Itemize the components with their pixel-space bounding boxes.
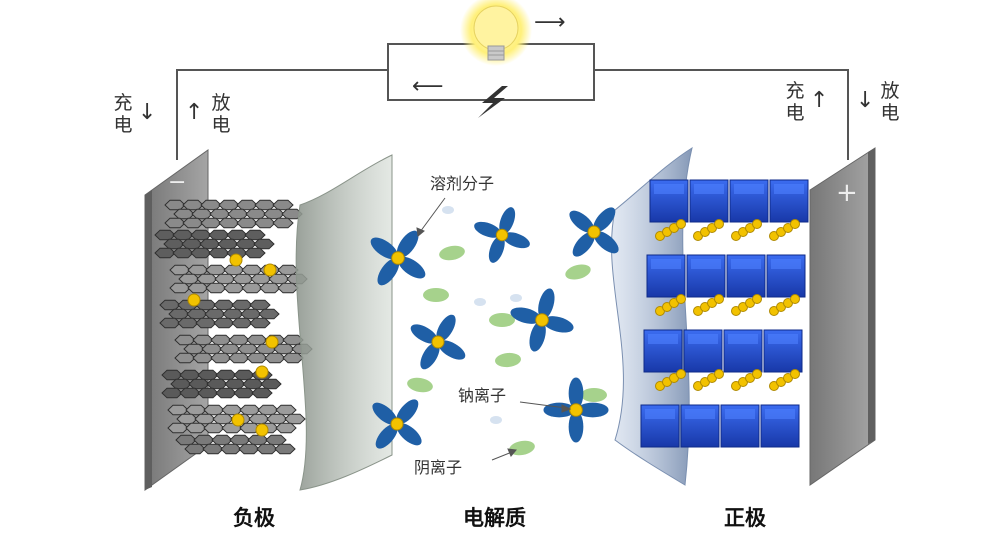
graphene-sheet: [159, 299, 280, 329]
arrow-right-top: ⟶: [534, 10, 566, 35]
anions: [407, 206, 607, 456]
anion: [489, 313, 515, 327]
right-discharge-arrow: ↓: [856, 88, 875, 113]
solvated-ion: [410, 314, 466, 370]
anion-faded: [510, 294, 522, 302]
solvated-ion: [474, 207, 530, 263]
light-bulb-icon: [460, 0, 532, 66]
left-charge-arrow: ↓: [138, 100, 157, 125]
solvated-ion: [372, 399, 422, 449]
right-discharge-label: 放电: [880, 80, 900, 124]
graphene-sheet: [174, 334, 313, 364]
anion: [407, 377, 433, 393]
anion: [439, 245, 465, 261]
right-charge-label: 充电: [785, 80, 805, 124]
anion: [423, 288, 449, 302]
anion: [509, 440, 535, 456]
graphene-layers: [154, 199, 313, 455]
sodium-ion: [187, 293, 201, 307]
anion: [495, 352, 521, 368]
sodium-ion: [265, 335, 279, 349]
sodium-ion: [229, 253, 243, 267]
solvated-ion: [510, 288, 574, 352]
left-discharge-arrow: ↑: [185, 100, 204, 125]
anion-faded: [490, 416, 502, 424]
anion: [565, 264, 591, 280]
solvated-sodium-ions: [370, 207, 619, 449]
anion-faded: [442, 206, 454, 214]
sodium-ion: [676, 219, 686, 229]
sodium-ion: [676, 369, 686, 379]
cathode-title: 正极: [724, 506, 766, 530]
annotation-pointers: [416, 197, 572, 461]
solvated-ion: [543, 377, 609, 443]
cathode-layers: [640, 179, 809, 448]
sodium-ion: [752, 369, 762, 379]
left-discharge-label: 放电: [211, 92, 231, 136]
graphene-sheet: [154, 229, 275, 259]
sodium-ion: [255, 423, 269, 437]
solvent-molecule-label: 溶剂分子: [430, 174, 495, 193]
solvated-ion: [370, 230, 426, 286]
sodium-ion: [790, 294, 800, 304]
plus-sign: +: [836, 178, 858, 208]
minus-sign: −: [168, 170, 187, 195]
sodium-ion: [263, 263, 277, 277]
sodium-ion: [752, 294, 762, 304]
sodium-ion-label: 钠离子: [458, 386, 507, 405]
sodium-ion: [790, 219, 800, 229]
lightning-icon: [478, 86, 508, 118]
sodium-ion: [714, 369, 724, 379]
sodium-ion: [676, 294, 686, 304]
anion-label: 阴离子: [414, 458, 463, 477]
graphene-sheet: [169, 264, 308, 294]
anion: [581, 388, 607, 402]
graphene-sheet: [161, 369, 282, 399]
sodium-ion: [714, 294, 724, 304]
graphene-sheet: [164, 199, 303, 229]
sodium-ion: [714, 219, 724, 229]
right-charge-arrow: ↑: [810, 88, 829, 113]
separator-left: [295, 154, 393, 491]
sodium-ion: [255, 365, 269, 379]
anion-faded: [474, 298, 486, 306]
anode-title: 负极: [233, 506, 275, 530]
solvated-ion: [569, 207, 619, 257]
cathode-plate: [809, 147, 876, 486]
graphene-sheet: [175, 434, 296, 455]
arrow-left-bottom: ⟵: [412, 74, 444, 99]
sodium-ion: [752, 219, 762, 229]
sodium-ion: [231, 413, 245, 427]
left-charge-label: 充电: [113, 92, 133, 136]
electrolyte-title: 电解质: [463, 506, 526, 530]
sodium-ion: [790, 369, 800, 379]
